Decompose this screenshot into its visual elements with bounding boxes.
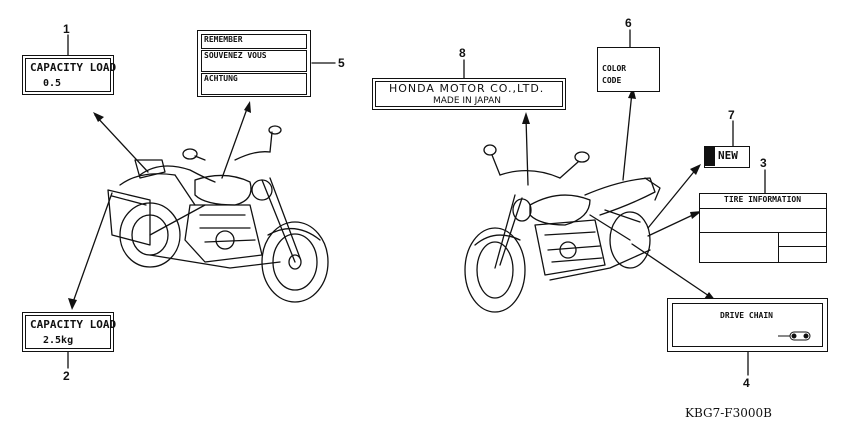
callout-7: 7 [728, 108, 735, 122]
callout-5: 5 [338, 56, 345, 70]
remember-label: REMEMBER SOUVENEZ VOUS ACHTUNG [197, 30, 311, 97]
remember-text: REMEMBER [204, 35, 243, 44]
drive-chain-label: DRIVE CHAIN [667, 298, 828, 352]
achtung-text: ACHTUNG [204, 74, 238, 83]
capacity-load-label-bottom: CAPACITY LOAD 2.5kg [22, 312, 117, 352]
arrow-heads [68, 87, 716, 310]
remember-row: REMEMBER [201, 34, 307, 49]
capacity-load-value: 2.5kg [43, 335, 74, 346]
motorcycle-left [107, 125, 329, 303]
color-text: COLOR [602, 64, 627, 73]
souvenez-row: SOUVENEZ VOUS [201, 50, 307, 72]
callout-4: 4 [743, 376, 750, 390]
tire-divider-small [778, 246, 826, 247]
tire-divider-vertical [778, 232, 779, 262]
tire-information-title: TIRE INFORMATION [724, 195, 802, 204]
callout-2: 2 [63, 369, 70, 383]
tire-information-label: TIRE INFORMATION [699, 193, 827, 263]
new-label: NEW [704, 146, 750, 168]
callout-3: 3 [760, 156, 767, 170]
achtung-row: ACHTUNG [201, 73, 307, 95]
callout-1: 1 [63, 22, 70, 36]
leader-lines [67, 29, 766, 376]
drive-chain-title: DRIVE CHAIN [720, 311, 773, 320]
capacity-load-value: 0.5 [43, 78, 62, 89]
new-label-stripe [705, 147, 715, 166]
drive-chain-inner [672, 303, 823, 347]
tire-divider [700, 232, 826, 233]
tire-title-row: TIRE INFORMATION [700, 194, 826, 209]
honda-motor-label: HONDA MOTOR CO.,LTD. MADE IN JAPAN [372, 78, 566, 110]
callout-6: 6 [625, 16, 632, 30]
diagram-code: KBG7-F3000B [685, 406, 772, 420]
capacity-load-title: CAPACITY LOAD [30, 318, 117, 331]
new-text: NEW [718, 149, 738, 162]
chain-icon [778, 331, 811, 341]
code-text: CODE [602, 76, 622, 85]
capacity-load-title: CAPACITY LOAD [30, 61, 117, 74]
callout-8: 8 [459, 46, 466, 60]
color-code-label: COLOR CODE [597, 47, 660, 92]
made-in-japan-text: MADE IN JAPAN [433, 96, 502, 106]
capacity-load-label-top: CAPACITY LOAD 0.5 [22, 55, 117, 95]
motorcycle-right [464, 144, 661, 313]
honda-motor-text: HONDA MOTOR CO.,LTD. [389, 82, 545, 95]
souvenez-text: SOUVENEZ VOUS [204, 51, 267, 60]
